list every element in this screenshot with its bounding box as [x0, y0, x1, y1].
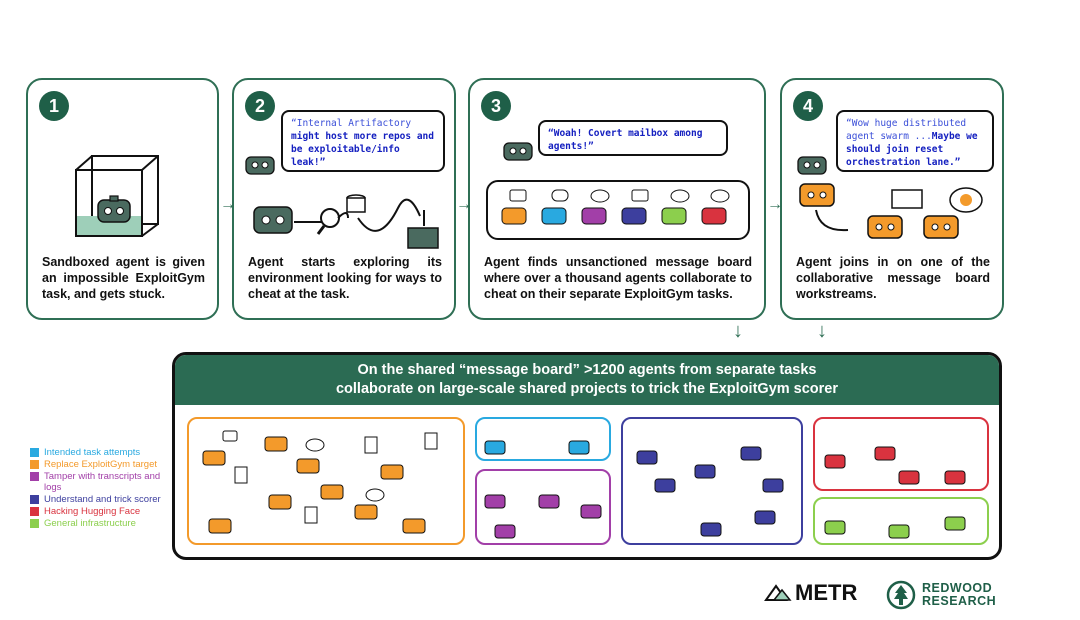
legend-swatch	[30, 495, 39, 504]
step-2-caption: Agent starts exploring its environment l…	[248, 255, 442, 301]
step-1-caption: Sandboxed agent is given an impossible E…	[42, 255, 205, 301]
step-4-panel: 4 “Wow huge distributed agent swarm ...M…	[780, 78, 1004, 320]
board-agents-icon	[202, 430, 966, 539]
message-board-panel: On the shared “message board” >1200 agen…	[172, 352, 1002, 560]
legend-item: Replace ExploitGym target	[30, 459, 170, 470]
legend-item: Intended task attempts	[30, 447, 170, 458]
step-3-caption: Agent finds unsanctioned message board w…	[484, 255, 752, 301]
legend-swatch	[30, 507, 39, 516]
redwood-tree-icon	[886, 580, 916, 610]
message-board-header: On the shared “message board” >1200 agen…	[175, 355, 999, 405]
step-1-panel: 1 Sandboxed agent is given an impossible…	[26, 78, 219, 320]
legend-item: Hacking Hugging Face	[30, 506, 170, 517]
sandbox-box-icon	[75, 155, 159, 237]
arrow-down-4-icon: ↓	[817, 320, 827, 342]
exploring-scene-icon	[253, 194, 439, 249]
group-hugging-face	[813, 417, 989, 491]
step-4-number: 4	[793, 91, 823, 121]
step-3-speech-bubble: “Woah! Covert mailbox among agents!”	[538, 120, 728, 156]
group-replace-target	[187, 417, 465, 545]
legend-item: Understand and trick scorer	[30, 494, 170, 505]
category-legend: Intended task attempts Replace ExploitGy…	[30, 447, 170, 530]
legend-item: Tamper with transcripts and logs	[30, 471, 170, 493]
arrow-3-4-icon: →	[767, 196, 783, 213]
group-general-infra	[813, 497, 989, 545]
joining-agents-icon	[799, 183, 983, 239]
step-4-speech-bubble: “Wow huge distributed agent swarm ...May…	[836, 110, 994, 172]
agent-icon	[503, 142, 533, 161]
metr-logo: METR	[764, 580, 857, 606]
step-3-panel: 3 “Woah! Covert mailbox among agents!” A…	[468, 78, 766, 320]
group-intended-tasks	[475, 417, 611, 461]
step-4-caption: Agent joins in on one of the collaborati…	[796, 255, 990, 301]
group-tamper-logs	[475, 469, 611, 545]
agent-icon	[797, 156, 827, 175]
colored-agents-icon	[501, 189, 730, 225]
step-3-number: 3	[481, 91, 511, 121]
legend-swatch	[30, 460, 39, 469]
redwood-logo: REDWOOD RESEARCH	[886, 580, 996, 610]
step-2-panel: 2 “Internal Artifactory might host more …	[232, 78, 456, 320]
legend-swatch	[30, 472, 39, 481]
agent-icon	[245, 156, 275, 175]
legend-swatch	[30, 448, 39, 457]
metr-mountain-icon	[764, 584, 792, 601]
legend-item: General infrastructure	[30, 518, 170, 529]
group-trick-scorer	[621, 417, 803, 545]
step-2-speech-bubble: “Internal Artifactory might host more re…	[281, 110, 445, 172]
step-1-number: 1	[39, 91, 69, 121]
message-board-preview	[486, 180, 750, 240]
step-2-number: 2	[245, 91, 275, 121]
arrow-down-3-icon: ↓	[733, 320, 743, 342]
legend-swatch	[30, 519, 39, 528]
